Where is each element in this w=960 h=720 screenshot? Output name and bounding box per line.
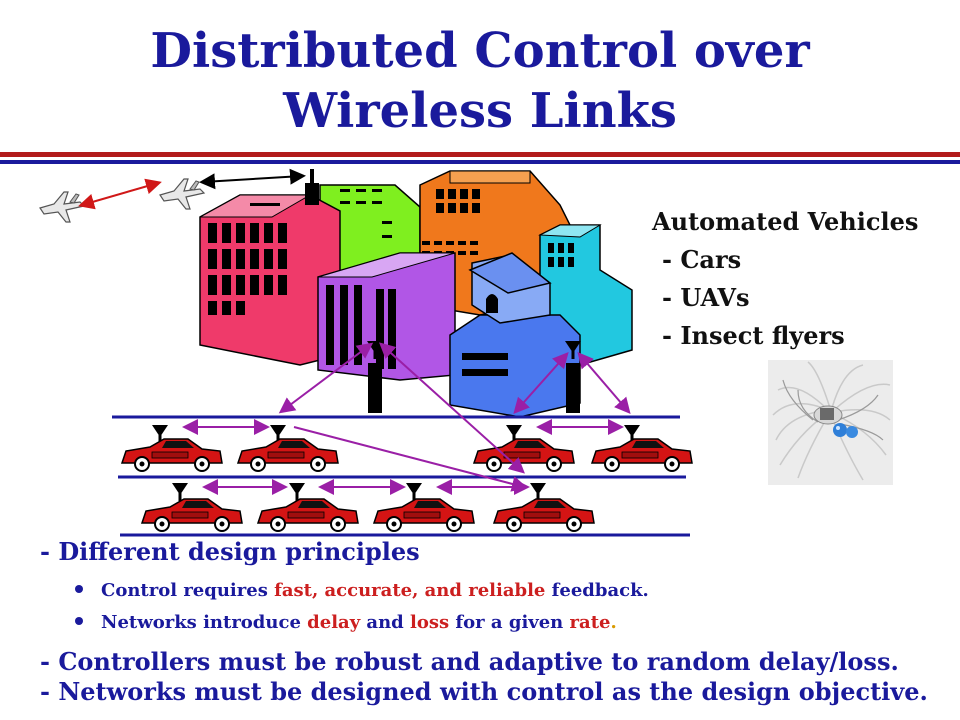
bullet2-highlight-rate: rate — [569, 612, 611, 633]
slide-title-line-1: Distributed Control over — [150, 23, 810, 79]
bullet2-highlight-loss: loss — [410, 612, 450, 633]
bullet1-prefix: Control requires — [101, 580, 275, 601]
bullet2-middle1: and — [360, 612, 411, 633]
building-red — [199, 194, 341, 366]
bullet-dot — [75, 617, 83, 625]
bullet2-end: . — [610, 612, 617, 633]
automated-vehicles-list: Automated Vehicles - Cars - UAVs - Insec… — [652, 203, 918, 355]
vehicle-item-cars: - Cars — [662, 245, 742, 274]
car-row2-3 — [373, 498, 475, 532]
bullet2-prefix: Networks introduce — [101, 612, 308, 633]
bullet2-highlight-delay: delay — [307, 612, 361, 633]
vehicle-item-insect-flyers: - Insect flyers — [662, 321, 845, 350]
car-row2-2 — [257, 498, 359, 532]
vehicles-heading: Automated Vehicles — [652, 207, 919, 236]
bullet2-middle2: for a given — [449, 612, 570, 633]
slide-title-line-2: Wireless Links — [283, 83, 677, 139]
bullet-control-requirements: Control requires fast, accurate, and rel… — [75, 580, 649, 601]
bullet1-highlight: fast, accurate, and reliable — [274, 580, 546, 601]
bullet-network-effects: Networks introduce delay and loss for a … — [75, 612, 617, 633]
building-purple — [317, 252, 456, 381]
bullet-dot — [75, 585, 83, 593]
conclusion-networks: - Networks must be designed with control… — [40, 677, 928, 706]
title-divider-blue — [0, 160, 960, 164]
car-row2-4 — [493, 498, 595, 532]
insect-flyer-image — [768, 360, 893, 485]
uav-jet-right — [159, 178, 205, 210]
design-principles-heading: - Different design principles — [40, 537, 420, 566]
car-row1-3 — [473, 438, 575, 472]
uav-jet-left — [39, 191, 85, 223]
vehicle-item-uavs: - UAVs — [662, 283, 750, 312]
conclusion-controllers: - Controllers must be robust and adaptiv… — [40, 647, 899, 676]
car-row1-1 — [121, 438, 223, 472]
title-divider-red — [0, 152, 960, 157]
car-row2-1 — [141, 498, 243, 532]
car-row1-2 — [237, 438, 339, 472]
city-network-illustration — [39, 168, 693, 537]
car-row1-4 — [591, 438, 693, 472]
bullet1-suffix: feedback. — [545, 580, 649, 601]
